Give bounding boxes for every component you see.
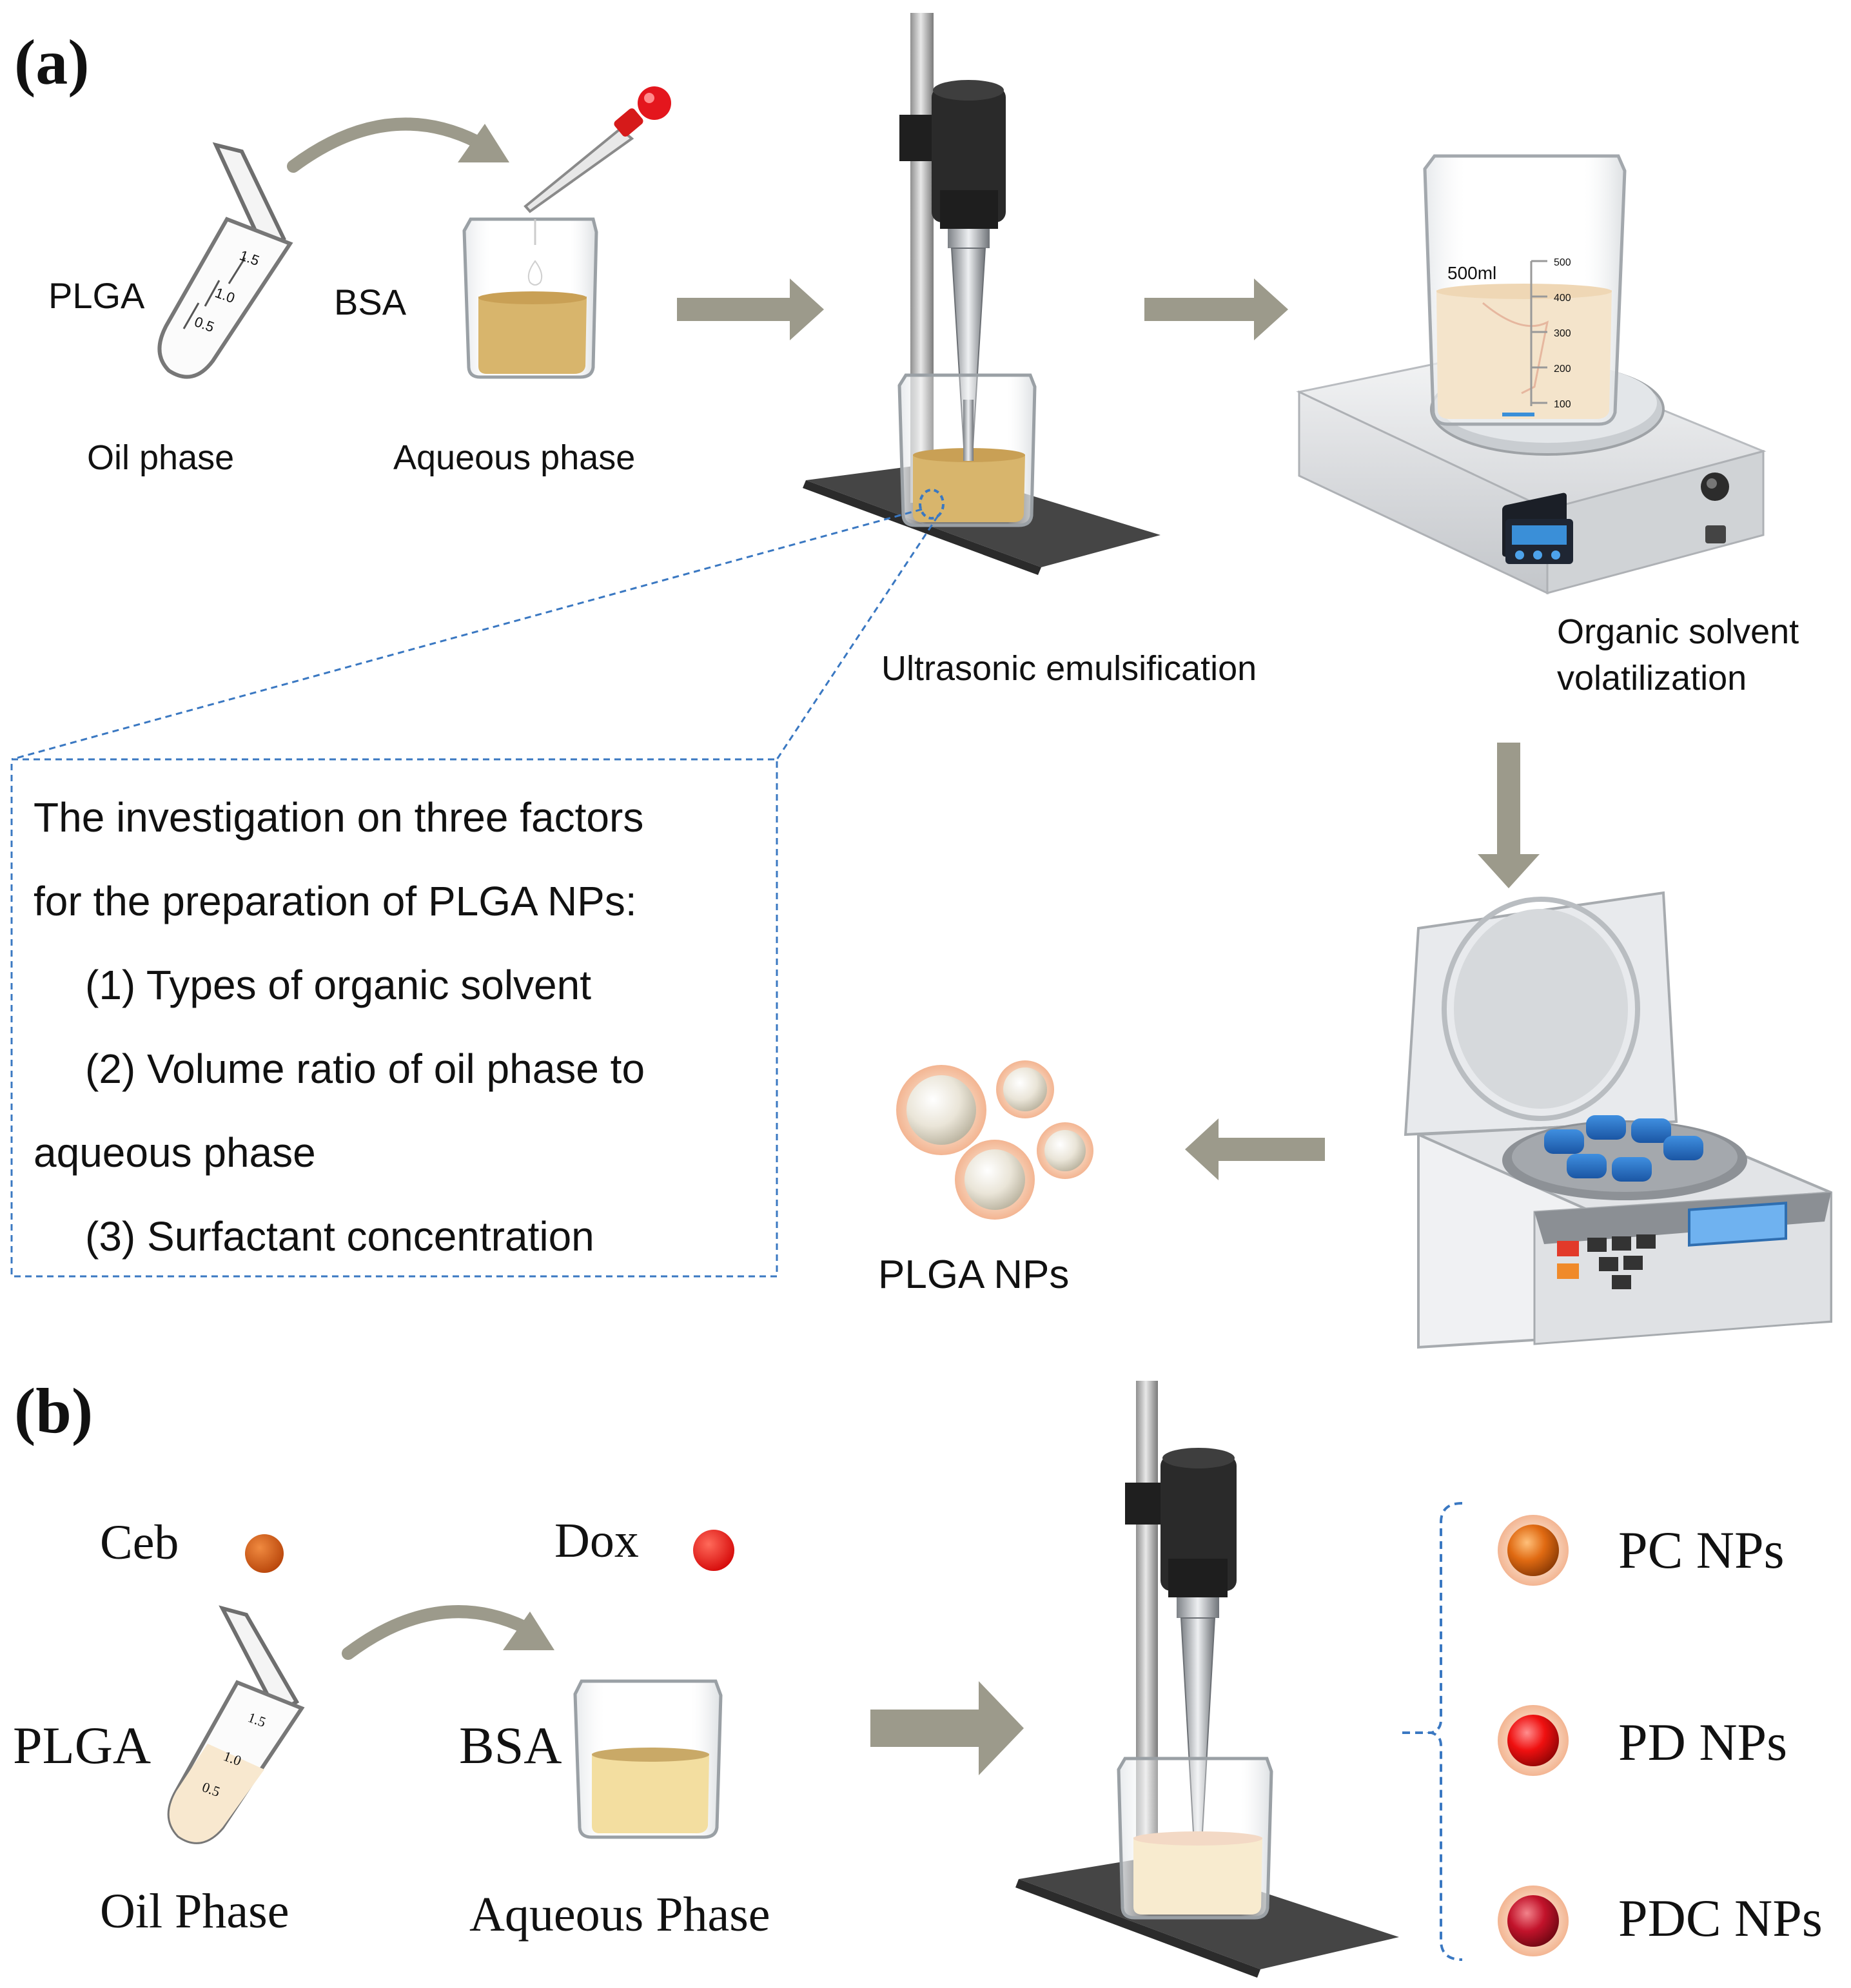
beaker-mark: 300 — [1554, 328, 1571, 339]
organic-caption-line2: volatilization — [1557, 659, 1747, 697]
oil-phase-caption-b: Oil Phase — [100, 1884, 289, 1938]
dox-label: Dox — [554, 1514, 639, 1568]
organic-caption-line1: Organic solvent — [1557, 612, 1799, 651]
beaker-volume: 500ml — [1447, 263, 1496, 283]
factor-item-1: (1) Types of organic solvent — [85, 962, 591, 1008]
process-arrow-icon — [1144, 278, 1288, 340]
product-pd-nps: PD NPs — [1618, 1713, 1787, 1771]
zoom-callout — [10, 508, 939, 1278]
plga-label-b: PLGA — [13, 1716, 151, 1775]
beaker-mark: 400 — [1554, 293, 1571, 304]
factor-item-3: (3) Surfactant concentration — [85, 1213, 594, 1260]
product-pdc-nps: PDC NPs — [1618, 1889, 1823, 1947]
pc-nps-particle-icon — [1498, 1515, 1569, 1586]
pd-nps-particle-icon — [1498, 1705, 1569, 1776]
panel-b-label: (b) — [14, 1375, 93, 1447]
ultrasonic-homogenizer-icon — [1015, 1381, 1399, 1978]
process-arrow-left-icon — [1185, 1118, 1325, 1180]
ultrasonic-caption: Ultrasonic emulsification — [881, 649, 1257, 688]
bracket — [1402, 1502, 1463, 1961]
microcentrifuge-tube-icon: 1.5 1.0 0.5 — [157, 142, 293, 379]
transfer-arrow-icon — [287, 117, 509, 173]
magnetic-stirrer-icon: 500ml 500 400 300 200 100 — [1296, 154, 1767, 595]
factor-item-2: (2) Volume ratio of oil phase to — [85, 1046, 645, 1092]
microcentrifuge-tube-icon: 1.5 1.0 0.5 — [167, 1605, 305, 1844]
process-arrow-down-icon — [1478, 743, 1540, 888]
beaker-mark: 100 — [1554, 399, 1571, 410]
aqueous-phase-caption: Aqueous phase — [393, 438, 635, 477]
product-pc-nps: PC NPs — [1618, 1521, 1785, 1579]
bsa-label-b: BSA — [459, 1716, 562, 1775]
transfer-arrow-icon — [342, 1605, 554, 1660]
factors-box: The investigation on three factors for t… — [34, 794, 645, 1260]
oil-phase-caption: Oil phase — [87, 438, 234, 477]
bsa-label: BSA — [334, 282, 407, 322]
plga-nps-caption: PLGA NPs — [878, 1252, 1069, 1297]
process-arrow-icon — [677, 278, 824, 340]
centrifuge-icon — [1404, 891, 1832, 1349]
factors-line1: The investigation on three factors — [34, 794, 643, 841]
beaker-icon — [462, 217, 598, 379]
plga-nanoparticles-icon — [896, 1060, 1093, 1220]
factors-line2: for the preparation of PLGA NPs: — [34, 878, 637, 924]
plga-label: PLGA — [48, 275, 145, 316]
centrifuge-tube-caps — [1544, 1115, 1703, 1182]
factor-item-2-cont: aqueous phase — [34, 1129, 316, 1176]
ceb-drug-dot — [245, 1534, 284, 1573]
process-arrow-icon — [870, 1681, 1024, 1775]
aqueous-phase-caption-b: Aqueous Phase — [469, 1887, 770, 1942]
pdc-nps-particle-icon — [1498, 1886, 1569, 1956]
dox-drug-dot — [693, 1530, 734, 1571]
panel-a-label: (a) — [14, 26, 90, 98]
beaker-icon — [573, 1679, 723, 1839]
ceb-label: Ceb — [100, 1515, 179, 1570]
beaker-mark: 200 — [1554, 364, 1571, 375]
dropper-icon — [524, 86, 671, 213]
ultrasonic-homogenizer-icon — [803, 13, 1161, 575]
beaker-mark: 500 — [1554, 257, 1571, 268]
